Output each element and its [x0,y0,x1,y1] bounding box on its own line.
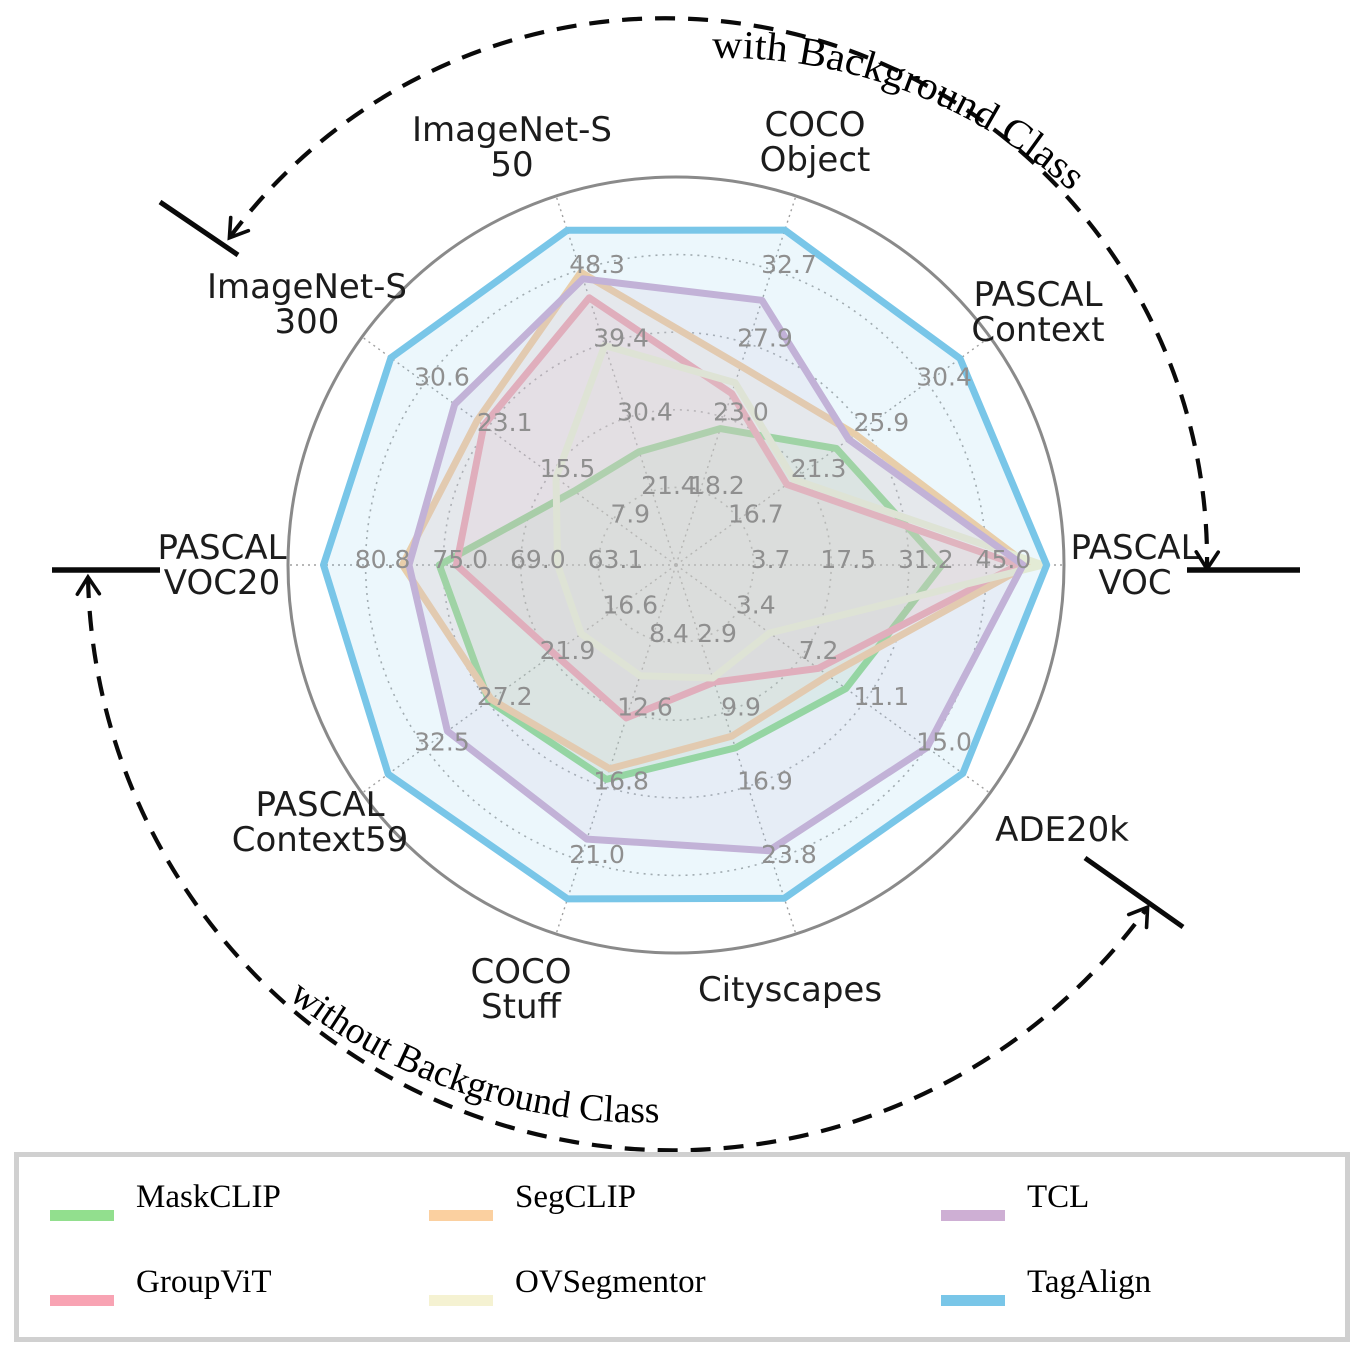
tick-label-axis0-1: 17.5 [820,545,876,574]
tick-label-axis6-3: 32.5 [414,727,470,756]
tick-label-axis1-0: 16.7 [728,499,784,528]
tick-label-axis1-1: 21.3 [791,454,847,483]
legend-box: MaskCLIP GroupViT SegCLIP OVSegmentor TCL Tag… [14,1152,1350,1342]
tick-label-axis4-1: 15.5 [540,454,596,483]
tick-label-axis3-0: 21.4 [641,471,697,500]
tick-label-axis2-0: 18.2 [689,471,745,500]
tick-label-axis8-3: 23.8 [761,840,817,869]
legend-label-maskclip: MaskCLIP [136,1179,281,1215]
legend-label-groupvit: GroupViT [136,1264,272,1300]
tick-label-axis8-1: 9.9 [721,693,761,722]
tick-label-axis4-0: 7.9 [610,499,650,528]
tick-label-axis2-3: 32.7 [761,250,817,279]
legend-label-ovsegmentor: OVSegmentor [515,1264,706,1300]
tick-label-axis2-2: 27.9 [737,324,793,353]
tick-label-axis7-1: 12.6 [617,693,673,722]
tick-label-axis9-3: 15.0 [916,727,972,756]
tick-label-axis0-3: 45.0 [976,545,1032,574]
tick-label-axis9-0: 3.4 [736,591,776,620]
axis-label-ade20k: ADE20k [995,810,1129,850]
axis-label-cityscapes: Cityscapes [698,970,882,1010]
legend-label-tcl: TCL [1027,1179,1090,1215]
legend-swatch-ovsegmentor [429,1295,493,1306]
tick-label-axis6-1: 21.9 [540,636,596,665]
boundary-segment-bottom-right [1083,855,1185,930]
tick-label-axis8-2: 16.9 [737,766,793,795]
tick-label-axis5-0: 63.1 [588,545,644,574]
tick-label-axis7-0: 8.4 [649,619,689,648]
tick-label-axis2-1: 23.0 [713,397,769,426]
without-background-label: without Background Class [282,972,659,1132]
legend-label-segclip: SegCLIP [515,1179,637,1215]
boundary-segment-top-left [158,199,240,258]
tick-label-axis6-2: 27.2 [477,682,533,711]
tick-label-axis9-2: 11.1 [853,682,909,711]
legend-swatch-tagalign [941,1295,1005,1306]
tick-label-axis4-2: 23.1 [477,408,533,437]
tick-label-axis3-2: 39.4 [593,324,649,353]
tick-label-axis5-3: 80.8 [355,545,411,574]
tick-label-axis8-0: 2.9 [697,619,737,648]
tick-label-axis0-0: 3.7 [751,545,791,574]
tick-label-axis0-2: 31.2 [898,545,954,574]
without-background-arc [75,573,1150,1153]
tick-label-axis1-2: 25.9 [853,408,909,437]
tick-label-axis7-2: 16.8 [593,766,649,795]
legend-label-tagalign: TagAlign [1027,1264,1152,1300]
tick-label-axis3-1: 30.4 [617,397,673,426]
legend-swatch-tcl [941,1210,1005,1221]
tick-label-axis6-0: 16.6 [602,591,658,620]
tick-label-axis5-2: 75.0 [432,545,488,574]
tick-label-axis1-3: 30.4 [916,363,972,392]
tick-label-axis9-1: 7.2 [799,636,839,665]
legend-swatch-segclip [429,1210,493,1221]
legend-swatch-maskclip [50,1210,114,1221]
tick-label-axis4-3: 30.6 [414,363,470,392]
legend-swatch-groupvit [50,1295,114,1306]
tick-label-axis5-1: 69.0 [510,545,566,574]
tick-label-axis3-3: 48.3 [569,250,625,279]
tick-label-axis7-3: 21.0 [569,840,625,869]
with-background-arc [227,16,1221,573]
